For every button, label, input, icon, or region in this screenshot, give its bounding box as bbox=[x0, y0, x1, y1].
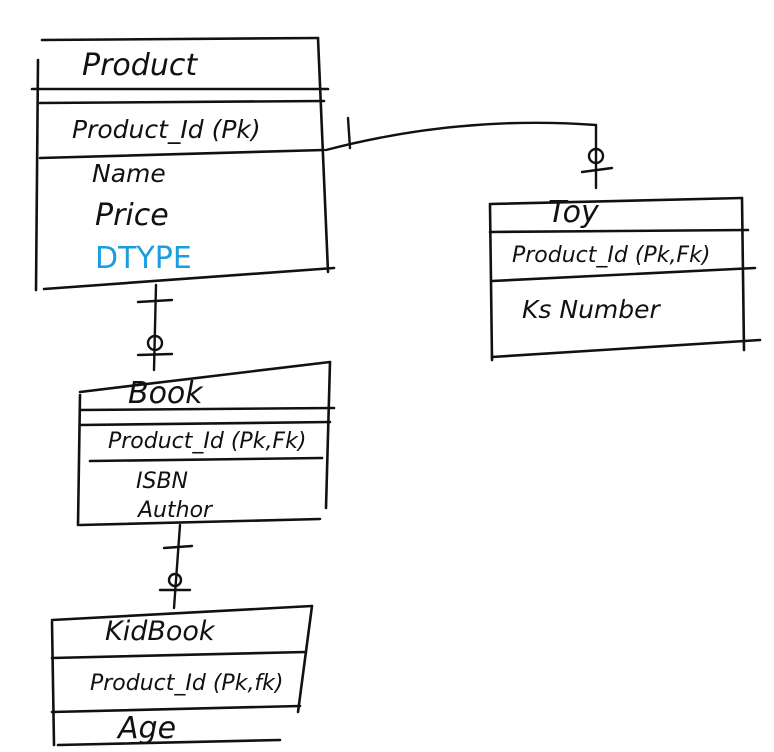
book-bottom-border bbox=[78, 517, 322, 527]
book-attr-author: Author bbox=[136, 498, 214, 523]
toy-header-divider bbox=[488, 228, 750, 234]
relationship-product-book[interactable] bbox=[136, 283, 174, 372]
relationship-product-toy[interactable] bbox=[324, 116, 614, 190]
kidbook-left-border bbox=[50, 620, 56, 747]
kidbook-pk-attr: Product_Id (Pk,fk) bbox=[90, 671, 284, 696]
entity-product[interactable]: Product Product_Id (Pk) Name Price DTYPE bbox=[30, 36, 336, 292]
product-toy-line bbox=[324, 121, 598, 190]
product-pk-divider bbox=[38, 148, 326, 160]
kidbook-attr-age: Age bbox=[116, 711, 176, 746]
toy-attr-ks-number: Ks Number bbox=[522, 295, 662, 324]
toy-top-border bbox=[488, 196, 744, 206]
book-header-divider bbox=[78, 406, 336, 412]
product-book-zero-circle bbox=[146, 334, 164, 352]
kidbook-bottom-border bbox=[56, 738, 282, 747]
book-pk-divider bbox=[88, 456, 324, 463]
product-toy-zero-circle bbox=[587, 147, 605, 165]
product-right-border bbox=[316, 36, 330, 274]
product-attr-name: Name bbox=[92, 159, 166, 188]
product-bottom-border bbox=[42, 266, 336, 291]
toy-right-border bbox=[740, 196, 746, 352]
kidbook-title: KidBook bbox=[105, 616, 216, 647]
book-kidbook-one-tick bbox=[162, 544, 194, 550]
product-pk-attr: Product_Id (Pk) bbox=[72, 115, 261, 144]
product-title: Product bbox=[82, 48, 198, 83]
kidbook-pk-divider bbox=[50, 704, 302, 714]
entity-kidbook[interactable]: KidBook Product_Id (Pk,fk) Age bbox=[50, 604, 314, 747]
product-book-one-tick bbox=[136, 298, 174, 304]
product-book-one-tick-child bbox=[136, 352, 174, 357]
product-toy-one-tick-child bbox=[580, 166, 614, 174]
book-kidbook-line bbox=[172, 523, 182, 610]
book-top-border bbox=[78, 360, 332, 394]
toy-bottom-border bbox=[490, 338, 762, 359]
book-header-divider-2 bbox=[78, 420, 332, 427]
product-toy-one-tick bbox=[346, 116, 352, 150]
book-pk-attr: Product_Id (Pk,Fk) bbox=[108, 429, 306, 454]
toy-pk-attr: Product_Id (Pk,Fk) bbox=[512, 243, 710, 268]
entity-book[interactable]: Book Product_Id (Pk,Fk) ISBN Author bbox=[76, 360, 336, 527]
product-attr-dtype: DTYPE bbox=[95, 241, 192, 276]
toy-left-border bbox=[488, 203, 494, 362]
relationship-book-kidbook[interactable] bbox=[158, 523, 194, 610]
entity-toy[interactable]: Toy Product_Id (Pk,Fk) Ks Number bbox=[488, 195, 762, 362]
product-header-divider-2 bbox=[38, 99, 326, 105]
kidbook-header-divider bbox=[50, 650, 308, 660]
kidbook-right-border bbox=[296, 604, 314, 714]
product-left-border bbox=[34, 58, 40, 292]
product-top-border bbox=[40, 36, 320, 42]
toy-pk-divider bbox=[490, 266, 757, 283]
kidbook-top-border bbox=[50, 604, 314, 622]
book-title: Book bbox=[128, 376, 204, 411]
book-left-border bbox=[76, 393, 82, 527]
book-attr-isbn: ISBN bbox=[136, 469, 188, 494]
book-right-border bbox=[324, 360, 332, 510]
product-attr-price: Price bbox=[95, 198, 169, 233]
toy-title: Toy bbox=[548, 195, 600, 230]
book-kidbook-zero-circle bbox=[167, 572, 183, 588]
product-book-line bbox=[152, 283, 158, 372]
